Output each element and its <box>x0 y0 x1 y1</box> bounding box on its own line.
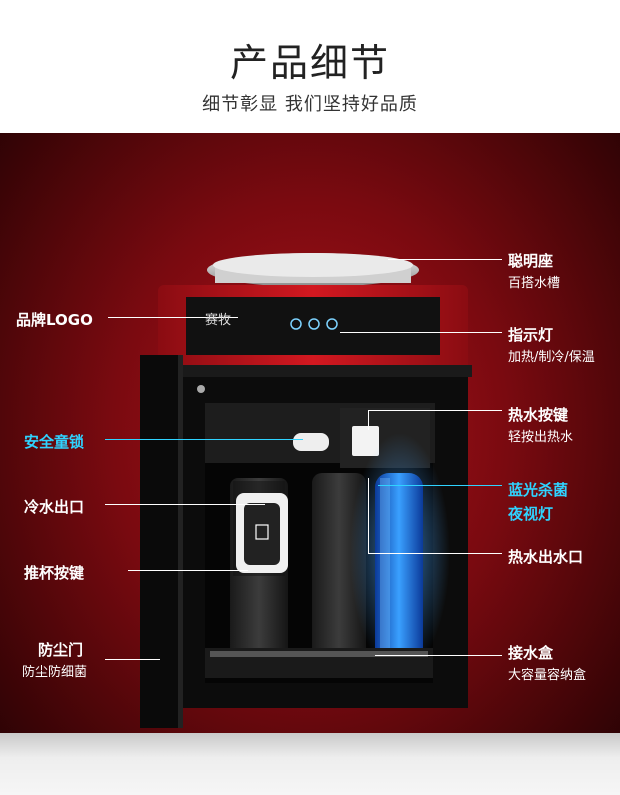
label-child-lock: 安全童锁 <box>24 433 85 451</box>
label-smart-base: 聪明座 <box>508 252 554 270</box>
line-blue-light <box>378 485 502 486</box>
desc-hot-button: 轻按出热水 <box>508 430 574 445</box>
line-smart-base <box>388 259 502 260</box>
child-lock-shape <box>293 433 329 451</box>
page-title: 产品细节 <box>229 41 390 85</box>
indicator-light-1 <box>290 318 302 330</box>
label-dust-door: 防尘门 <box>38 641 84 659</box>
label-hot-outlet: 热水出水口 <box>508 548 584 566</box>
line-dust-door <box>105 659 160 660</box>
desc-indicator: 加热/制冷/保温 <box>508 350 595 365</box>
vline-hot-outlet <box>368 478 369 553</box>
blue-light-tank <box>375 473 423 663</box>
label-indicator: 指示灯 <box>508 326 554 344</box>
line-logo <box>108 317 238 318</box>
label-cold-outlet: 冷水出口 <box>24 498 85 516</box>
indicator-light-3 <box>326 318 338 330</box>
line-push-button <box>128 570 248 571</box>
line-cold-outlet <box>105 504 265 505</box>
label-hot-button: 热水按键 <box>508 406 569 424</box>
water-dispenser-illustration <box>140 253 472 728</box>
desc-drip-tray: 大容量容纳盒 <box>508 668 587 683</box>
label-drip-tray: 接水盒 <box>508 644 554 662</box>
line-indicator <box>340 332 502 333</box>
floor-reflection <box>0 733 620 795</box>
label-push-button: 推杯按键 <box>24 564 85 582</box>
dust-door <box>140 355 180 728</box>
page-subtitle: 细节彰显 我们坚持好品质 <box>202 94 418 115</box>
line-hot-button <box>368 410 502 411</box>
header: 产品细节 细节彰显 我们坚持好品质 <box>0 0 620 133</box>
line-drip-tray <box>375 655 502 656</box>
hot-water-button-shape <box>352 426 379 456</box>
brand-logo-text: 赛牧 <box>205 313 232 328</box>
desc-dust-door: 防尘防细菌 <box>22 665 88 680</box>
line-hot-outlet <box>368 553 502 554</box>
control-panel <box>186 297 440 355</box>
vline-hot-button <box>368 410 369 430</box>
indicator-light-2 <box>308 318 320 330</box>
label-blue-light: 蓝光杀菌 <box>508 481 569 499</box>
line-child-lock <box>105 439 303 440</box>
label-night-light: 夜视灯 <box>508 505 554 523</box>
label-logo: 品牌LOGO <box>16 311 93 329</box>
product-stage: 赛牧 聪明座 百搭水槽 指示灯 加热/制冷/保温 热水按键 轻按出热水 蓝光杀菌… <box>0 133 620 795</box>
desc-smart-base: 百搭水槽 <box>508 276 561 291</box>
